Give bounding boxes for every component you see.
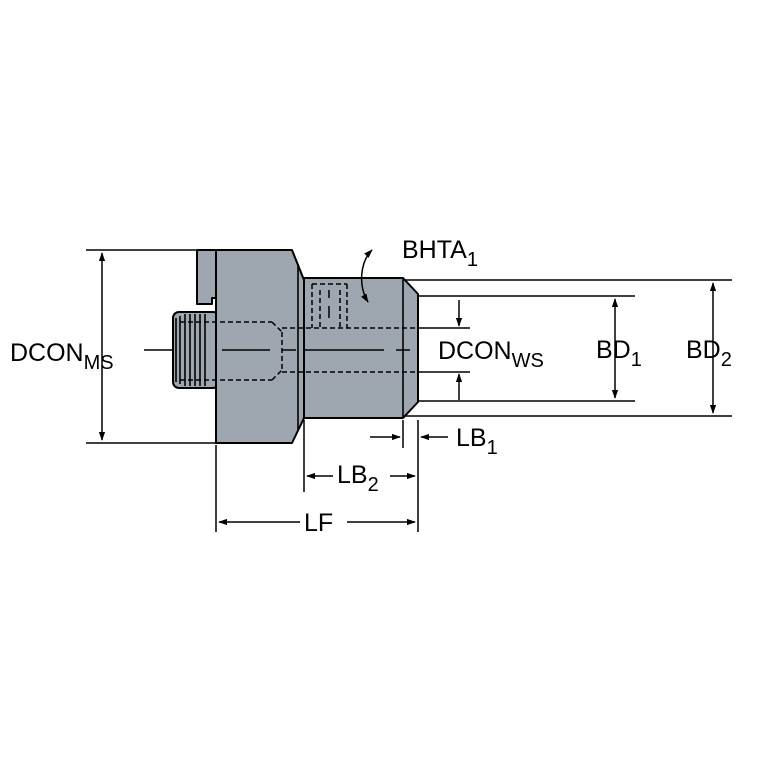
label-dcon-ms: DCONMS (10, 339, 114, 374)
tool-body (172, 249, 419, 444)
body-edges (297, 264, 404, 430)
label-lb2: LB2 (337, 461, 379, 496)
label-bd1: BD1 (596, 336, 642, 371)
dim-lb1 (370, 420, 448, 532)
label-bhta1: BHTA1 (402, 236, 478, 271)
label-bd2: BD2 (686, 336, 732, 371)
dim-bd1 (418, 295, 635, 402)
dim-dcon-ws (418, 300, 470, 400)
dim-lf (215, 445, 416, 532)
dim-lb2 (303, 420, 416, 492)
front-body (303, 277, 419, 419)
label-dcon-ws: DCONWS (438, 337, 544, 372)
thread-grooves (175, 314, 206, 386)
dim-bd2 (404, 279, 732, 417)
flange (215, 249, 305, 444)
dim-dcon-ms (86, 249, 216, 444)
hidden-lines (180, 283, 418, 381)
dim-bhta1-leader (360, 249, 373, 303)
center-lines (144, 290, 410, 351)
label-lb1: LB1 (456, 424, 498, 459)
label-lf: LF (304, 509, 333, 537)
clamping-key (196, 249, 217, 305)
